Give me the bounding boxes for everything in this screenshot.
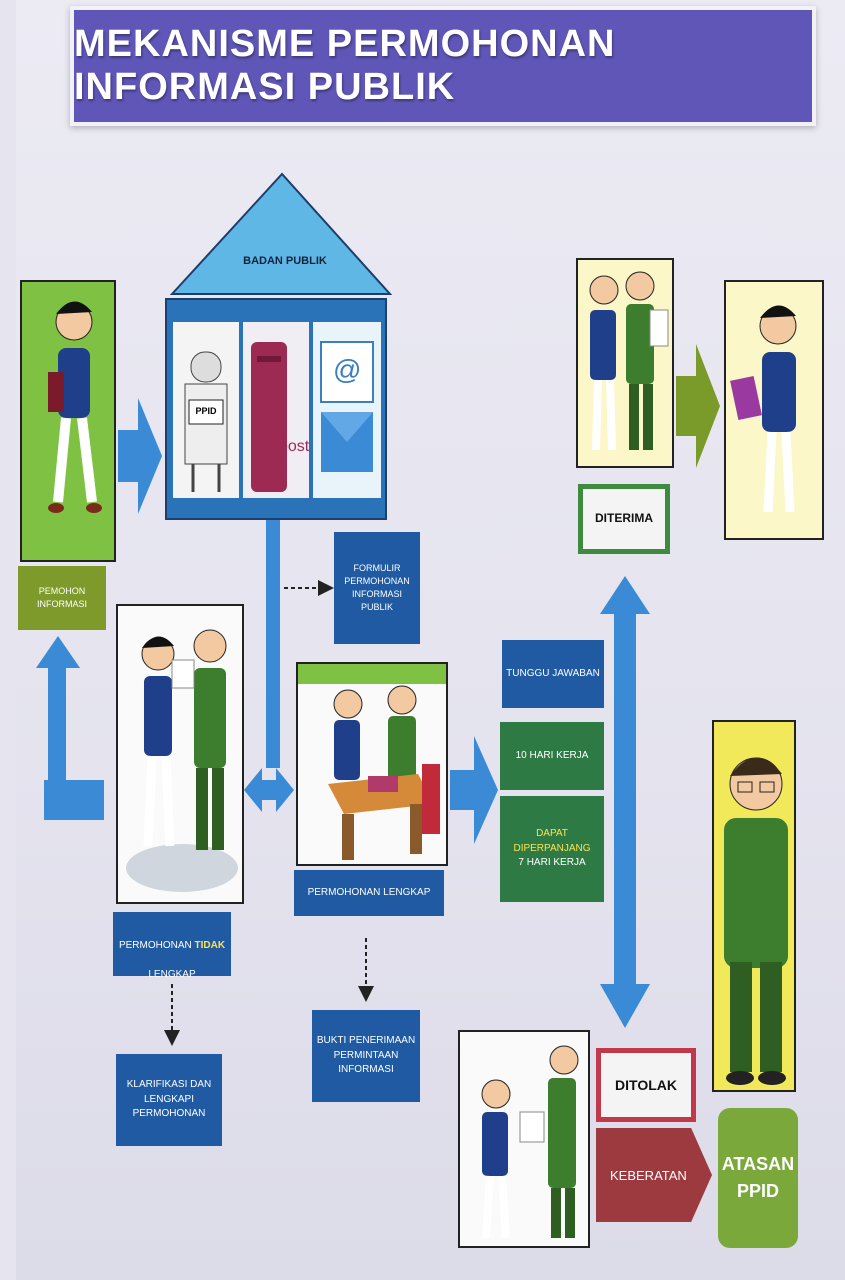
arrow-lengkap-to-middle bbox=[450, 736, 498, 844]
tidak-highlight: TIDAK bbox=[194, 939, 226, 951]
arrow-vertical-shaft bbox=[614, 610, 636, 990]
ppid-office-image: PPID bbox=[173, 322, 239, 498]
formulir-permohonan-box: FORMULIR PERMOHONAN INFORMASI PUBLIK bbox=[334, 532, 420, 644]
arrow-up-head bbox=[600, 576, 650, 614]
at-symbol: @ bbox=[333, 354, 362, 385]
atasan-ppid-box: ATASAN PPID bbox=[718, 1108, 798, 1248]
klarifikasi-box: KLARIFIKASI DAN LENGKAPI PERMOHONAN bbox=[116, 1054, 222, 1146]
permohonan-tidak-lengkap-label: PERMOHONAN TIDAK LENGKAP bbox=[113, 912, 231, 980]
pemohon-image bbox=[20, 280, 116, 562]
pemohon-informasi-label: PEMOHON INFORMASI bbox=[18, 566, 106, 630]
tujuh-hari-kerja-text: 7 HARI KERJA bbox=[518, 857, 586, 869]
diterima-label: DITERIMA bbox=[578, 484, 670, 554]
diterima-image bbox=[576, 258, 674, 468]
badan-publik-panel: PPID post @ bbox=[165, 298, 387, 520]
happy-pemohon-image bbox=[724, 280, 824, 540]
arrow-pemohon-to-badan bbox=[118, 398, 162, 514]
page-title: MEKANISME PERMOHONAN INFORMASI PUBLIK bbox=[74, 23, 616, 108]
tidak-lengkap-text-pre: PERMOHONAN bbox=[118, 939, 195, 951]
tunggu-jawaban-box: TUNGGU JAWABAN bbox=[502, 640, 604, 708]
arrow-back-to-pemohon bbox=[36, 636, 104, 820]
arrow-diterima-to-pemohon bbox=[676, 344, 720, 468]
ditolak-image bbox=[458, 1030, 590, 1248]
tidak-lengkap-image bbox=[116, 604, 244, 904]
dapat-diperpanjang-text: DAPAT DIPERPANJANG bbox=[513, 828, 591, 854]
arrow-badan-down bbox=[266, 520, 280, 768]
permohonan-lengkap-label: PERMOHONAN LENGKAP bbox=[294, 870, 444, 916]
keberatan-arrow: KEBERATAN bbox=[596, 1128, 712, 1222]
arrow-down-head bbox=[600, 984, 650, 1028]
arrow-double-horizontal bbox=[244, 768, 294, 812]
perpanjangan-box: DAPAT DIPERPANJANG 7 HARI KERJA bbox=[500, 796, 604, 902]
permohonan-lengkap-image bbox=[296, 662, 448, 866]
bukti-penerimaan-box: BUKTI PENERIMAAN PERMINTAAN INFORMASI bbox=[312, 1010, 420, 1102]
ppid-sign-label: PPID bbox=[195, 406, 217, 416]
title-banner: MEKANISME PERMOHONAN INFORMASI PUBLIK bbox=[70, 6, 816, 126]
post-box-image: post bbox=[243, 322, 309, 498]
atasan-ppid-image bbox=[712, 720, 796, 1092]
ditolak-label: DITOLAK bbox=[596, 1048, 696, 1122]
hari-kerja-box: 10 HARI KERJA bbox=[500, 722, 604, 790]
keberatan-label: KEBERATAN bbox=[610, 1167, 687, 1183]
badan-publik-label: BADAN PUBLIK bbox=[243, 255, 327, 267]
email-image: @ bbox=[313, 322, 381, 498]
post-label: post bbox=[279, 438, 310, 455]
tidak-lengkap-text-post: LENGKAP bbox=[148, 968, 196, 980]
